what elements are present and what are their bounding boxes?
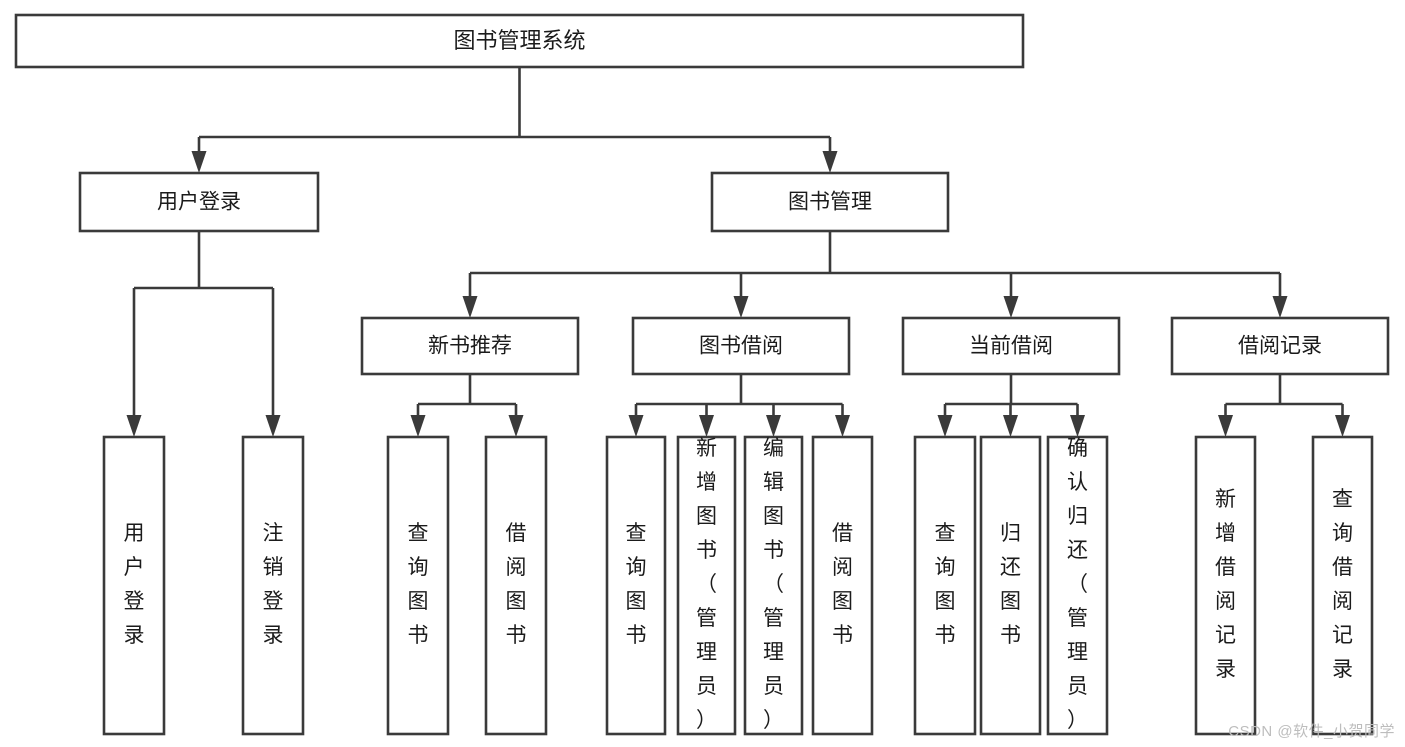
node-label: 用户登录: [124, 522, 145, 647]
connector-group: [126, 231, 281, 437]
connector-group: [410, 374, 524, 437]
node-box[interactable]: [1170, 316, 1390, 376]
node-leaf-add-book-admin[interactable]: 新增图书（管理员）: [676, 435, 737, 736]
arrow-head-icon: [822, 151, 838, 173]
node-box[interactable]: [743, 435, 804, 736]
arrow-head-icon: [265, 415, 281, 437]
node-new-book-rec[interactable]: 新书推荐: [360, 316, 580, 376]
connector-group: [1218, 374, 1350, 437]
node-current-borrow[interactable]: 当前借阅: [901, 316, 1121, 376]
node-box[interactable]: [1311, 435, 1374, 736]
connector-layer: [126, 67, 1350, 437]
node-leaf-return-book[interactable]: 归还图书: [979, 435, 1042, 736]
arrow-head-icon: [1003, 296, 1019, 318]
node-box[interactable]: [605, 435, 667, 736]
arrow-head-icon: [733, 296, 749, 318]
node-user-login[interactable]: 用户登录: [78, 171, 320, 233]
arrow-head-icon: [628, 415, 644, 437]
node-label: 图书借阅: [699, 335, 783, 358]
node-label: 图书管理: [788, 191, 872, 214]
node-box[interactable]: [913, 435, 977, 736]
arrow-head-icon: [1003, 415, 1018, 437]
node-box[interactable]: [386, 435, 450, 736]
arrow-head-icon: [191, 151, 207, 173]
node-leaf-add-borrow-record[interactable]: 新增借阅记录: [1194, 435, 1257, 736]
node-leaf-confirm-return-admin[interactable]: 确认归还（管理员）: [1046, 435, 1109, 736]
node-leaf-query-borrow-record[interactable]: 查询借阅记录: [1311, 435, 1374, 736]
connector-group: [628, 374, 850, 437]
node-box[interactable]: [979, 435, 1042, 736]
node-leaf-edit-book-admin[interactable]: 编辑图书（管理员）: [743, 435, 804, 736]
node-book-manage[interactable]: 图书管理: [710, 171, 950, 233]
arrow-head-icon: [1272, 296, 1288, 318]
node-label: 用户登录: [157, 191, 241, 214]
node-label: 查询借阅记录: [1332, 488, 1353, 681]
arrow-head-icon: [835, 415, 850, 437]
node-box[interactable]: [1046, 435, 1109, 736]
node-box[interactable]: [102, 435, 166, 736]
node-label: 新增借阅记录: [1215, 488, 1236, 681]
node-box[interactable]: [78, 171, 320, 233]
node-label: 查询图书: [935, 522, 956, 647]
node-leaf-logout[interactable]: 注销登录: [241, 435, 305, 736]
arrow-head-icon: [699, 415, 714, 437]
arrow-head-icon: [937, 415, 953, 437]
node-label: 借阅图书: [506, 522, 527, 647]
connector-group: [191, 67, 838, 173]
node-label: 确认归还（管理员）: [1067, 437, 1088, 732]
node-label: 归还图书: [1000, 522, 1021, 647]
node-label: 借阅记录: [1238, 335, 1322, 358]
arrow-head-icon: [126, 415, 142, 437]
node-leaf-query-book-2[interactable]: 查询图书: [605, 435, 667, 736]
node-box[interactable]: [360, 316, 580, 376]
arrow-head-icon: [1218, 415, 1233, 437]
connector-group: [937, 374, 1085, 437]
node-box[interactable]: [676, 435, 737, 736]
node-leaf-query-book-3[interactable]: 查询图书: [913, 435, 977, 736]
node-box[interactable]: [484, 435, 548, 736]
arrow-head-icon: [508, 415, 524, 437]
csdn-watermark: CSDN @软件_小贺同学: [1228, 723, 1395, 740]
node-label: 查询图书: [408, 522, 429, 647]
node-box[interactable]: [631, 316, 851, 376]
node-box[interactable]: [710, 171, 950, 233]
node-label: 新书推荐: [428, 335, 512, 358]
node-label: 图书管理系统: [453, 28, 585, 53]
node-box[interactable]: [901, 316, 1121, 376]
arrow-head-icon: [410, 415, 426, 437]
arrow-head-icon: [1070, 415, 1085, 437]
connector-group: [462, 231, 1288, 318]
node-box[interactable]: [1194, 435, 1257, 736]
arrow-head-icon: [766, 415, 781, 437]
node-label: 借阅图书: [832, 522, 853, 647]
node-label: 编辑图书（管理员）: [763, 437, 784, 732]
node-book-borrow[interactable]: 图书借阅: [631, 316, 851, 376]
arrow-head-icon: [462, 296, 478, 318]
node-box[interactable]: [14, 13, 1025, 69]
arrow-head-icon: [1335, 415, 1350, 437]
node-leaf-borrow-book-1[interactable]: 借阅图书: [484, 435, 548, 736]
node-label: 当前借阅: [969, 335, 1053, 358]
node-label: 新增图书（管理员）: [696, 437, 717, 732]
node-leaf-borrow-book-2[interactable]: 借阅图书: [811, 435, 874, 736]
node-borrow-record[interactable]: 借阅记录: [1170, 316, 1390, 376]
node-label: 查询图书: [626, 522, 647, 647]
node-leaf-query-book-1[interactable]: 查询图书: [386, 435, 450, 736]
node-label: 注销登录: [263, 522, 284, 647]
node-layer: 图书管理系统用户登录图书管理新书推荐图书借阅当前借阅借阅记录用户登录注销登录查询…: [14, 13, 1390, 736]
node-box[interactable]: [811, 435, 874, 736]
node-box[interactable]: [241, 435, 305, 736]
node-root[interactable]: 图书管理系统: [14, 13, 1025, 69]
node-leaf-user-login[interactable]: 用户登录: [102, 435, 166, 736]
